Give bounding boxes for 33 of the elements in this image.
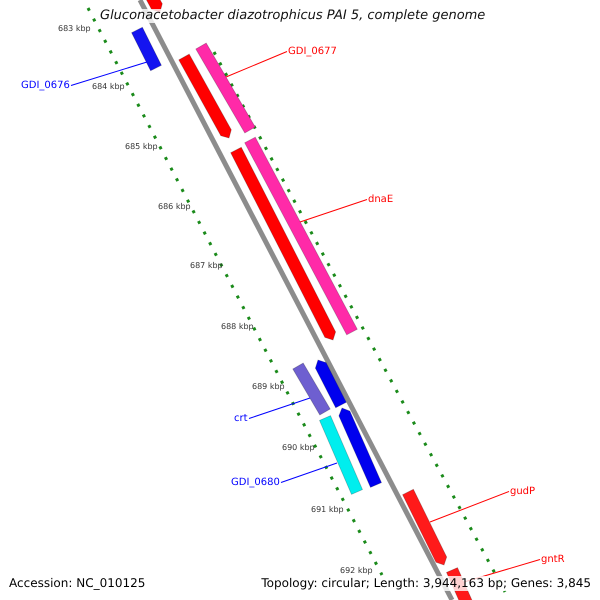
- scale-label: 689 kbp: [252, 383, 285, 392]
- gene-label: GDI_0680: [231, 477, 280, 488]
- leader-line: [430, 491, 510, 522]
- scale-label: 686 kbp: [158, 203, 191, 212]
- leader-line: [226, 51, 288, 78]
- scale-label: 683 kbp: [58, 25, 91, 34]
- leader-line: [280, 462, 338, 483]
- map-title: Gluconacetobacter diazotrophicus PAI 5, complete genome: [98, 9, 488, 24]
- gene-feature: [318, 415, 364, 495]
- gene-feature: [292, 362, 331, 416]
- gene-label: gntR: [541, 554, 565, 565]
- scale-label: 685 kbp: [125, 143, 158, 152]
- gene-feature: [314, 360, 347, 408]
- leader-line: [70, 62, 148, 86]
- gene-feature: [131, 26, 162, 72]
- gene-feature: [402, 488, 448, 566]
- leader-line: [300, 199, 368, 222]
- gene-label: crt: [234, 413, 248, 424]
- gene-feature: [338, 407, 382, 488]
- scale-label: 692 kbp: [340, 567, 373, 576]
- scale-label: 687 kbp: [190, 262, 223, 271]
- gene-label: GDI_0676: [21, 80, 70, 91]
- gene-feature: [195, 42, 256, 134]
- leader-line: [248, 398, 310, 419]
- gene-label: gudP: [510, 486, 536, 497]
- scale-label: 688 kbp: [221, 323, 254, 332]
- footer-text: Accession: NC_010125: [8, 576, 146, 592]
- scale-label: 691 kbp: [311, 506, 344, 515]
- gene-label: dnaE: [368, 194, 394, 205]
- footer-text: Topology: circular; Length: 3,944,163 bp; Genes: 3,845: [260, 576, 592, 592]
- gene-label: GDI_0677: [288, 46, 337, 57]
- gene-feature: [178, 54, 232, 138]
- scale-label: 684 kbp: [92, 83, 125, 92]
